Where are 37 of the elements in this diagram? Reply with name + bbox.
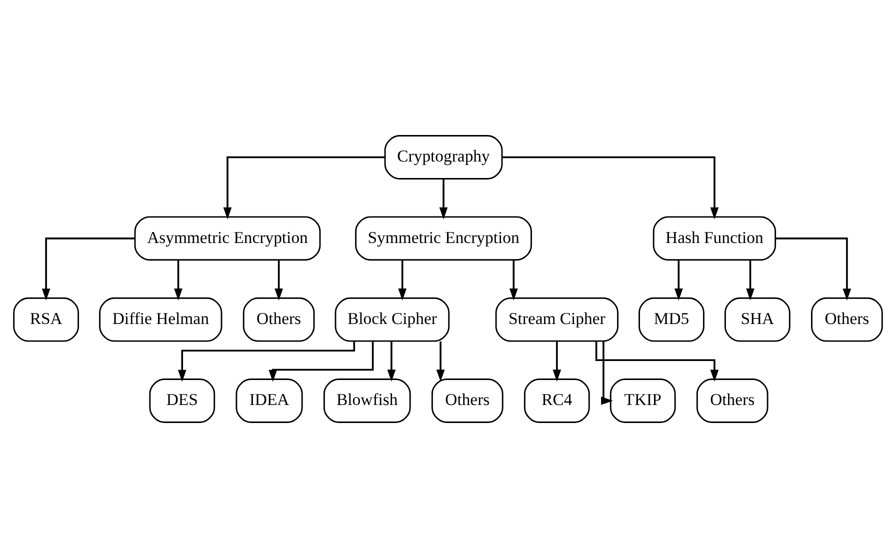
arrow <box>436 341 445 382</box>
arrow <box>42 238 135 301</box>
node-box: DES <box>149 378 216 423</box>
arrow <box>274 260 283 300</box>
node-box: Block Cipher <box>334 297 450 342</box>
node-box: Others <box>696 378 768 423</box>
node-box: Diffie Helman <box>99 297 222 342</box>
arrow <box>509 260 518 300</box>
arrow <box>178 341 356 382</box>
node-box: Asymmetric Encryption <box>134 216 321 261</box>
node-box: Others <box>242 297 315 342</box>
arrow <box>174 260 182 300</box>
node-box: MD5 <box>638 297 704 342</box>
node-box: IDEA <box>236 378 303 423</box>
node-box: SHA <box>724 297 790 342</box>
node-box: Stream Cipher <box>495 297 618 342</box>
arrow <box>502 156 719 220</box>
arrow <box>552 341 562 382</box>
node-box: TKIP <box>610 378 676 423</box>
node-box: RC4 <box>524 378 590 423</box>
arrow <box>387 341 396 382</box>
arrow <box>398 260 407 300</box>
arrow <box>746 260 754 300</box>
node-box: Symmetric Encryption <box>355 216 532 261</box>
node-box: Blowfish <box>323 378 411 423</box>
node-box: Others <box>811 297 883 342</box>
arrow <box>601 341 614 405</box>
arrow <box>776 238 852 301</box>
arrow <box>439 179 448 220</box>
arrow <box>268 341 374 382</box>
node-box: RSA <box>13 297 80 342</box>
arrow <box>223 156 384 220</box>
node-box: Hash Function <box>652 216 776 261</box>
node-box: Others <box>431 378 504 423</box>
arrow <box>595 341 719 382</box>
arrow <box>674 260 683 300</box>
node-box: Cryptography <box>384 135 503 180</box>
